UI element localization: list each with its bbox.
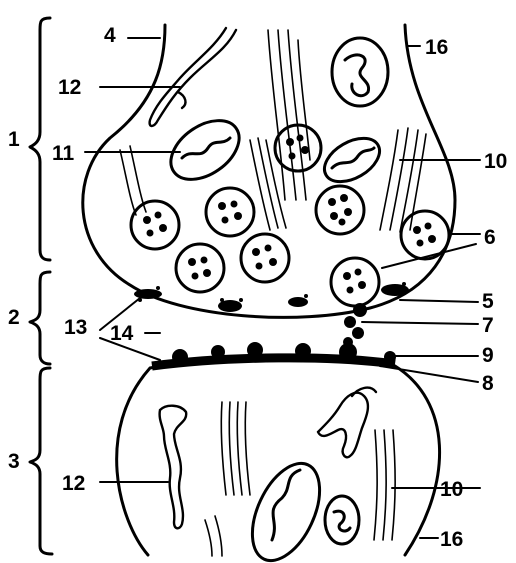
label-7: 7 — [482, 314, 494, 337]
label-12-bottom: 12 — [62, 472, 85, 495]
bracket-2 — [30, 272, 50, 364]
label-2: 2 — [8, 306, 20, 329]
vesicle — [331, 258, 379, 306]
mitochondrion-post — [325, 496, 359, 544]
presynaptic-membrane — [83, 25, 455, 317]
leader-lines — [85, 38, 480, 538]
label-5: 5 — [482, 290, 494, 313]
mitochondrion-post — [239, 453, 334, 563]
label-16-top: 16 — [425, 36, 448, 59]
mitochondrion — [317, 129, 387, 190]
label-16-bottom: 16 — [440, 528, 463, 551]
label-1: 1 — [8, 128, 20, 151]
bracket-3 — [30, 368, 52, 554]
label-14: 14 — [110, 322, 134, 345]
released-transmitter — [343, 303, 367, 347]
label-10-bottom: 10 — [440, 478, 463, 501]
bracket-1 — [30, 18, 50, 260]
postsynaptic-membrane — [117, 356, 440, 555]
labels: 1 2 3 4 12 11 16 10 6 5 7 9 8 13 14 12 1… — [8, 24, 507, 551]
mitochondrion — [332, 38, 388, 106]
label-8: 8 — [482, 372, 494, 395]
label-4: 4 — [104, 24, 116, 47]
endoplasmic-reticulum — [150, 28, 376, 528]
vesicle — [206, 188, 254, 236]
label-3: 3 — [8, 450, 20, 473]
label-6: 6 — [484, 226, 496, 249]
label-10-top: 10 — [484, 150, 507, 173]
region-brackets — [30, 18, 52, 554]
label-13: 13 — [64, 316, 87, 339]
vesicle — [241, 234, 289, 282]
label-12-top: 12 — [58, 76, 81, 99]
vesicle — [176, 244, 224, 292]
vesicle — [316, 186, 364, 234]
label-9: 9 — [482, 344, 494, 367]
mitochondrion — [160, 109, 250, 192]
vesicle — [131, 201, 179, 249]
postsynaptic-density — [152, 342, 396, 366]
label-11: 11 — [52, 142, 75, 165]
mitochondria — [160, 38, 388, 563]
